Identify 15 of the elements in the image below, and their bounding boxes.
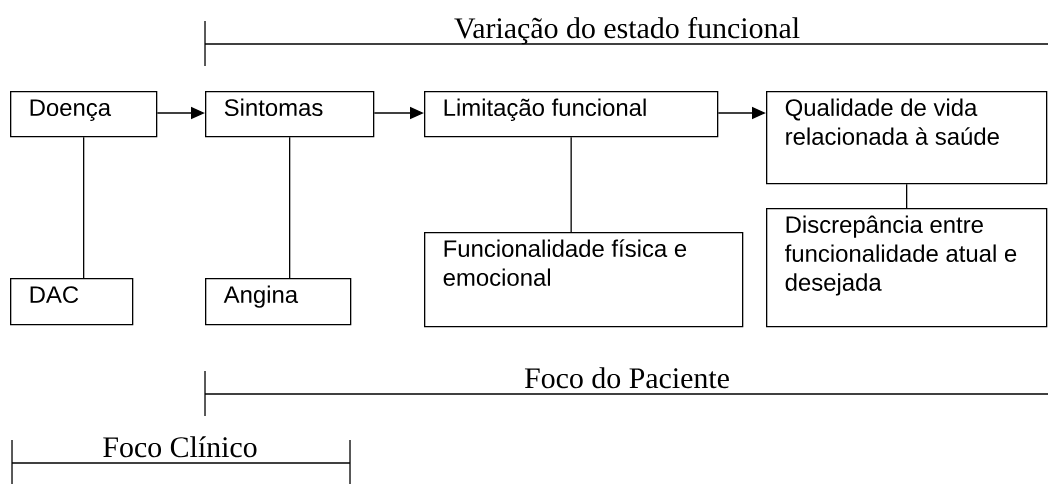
span-label: Foco do Paciente bbox=[524, 367, 729, 389]
connector-line bbox=[83, 136, 85, 279]
connector-line bbox=[289, 136, 291, 279]
process-box: DAC bbox=[10, 278, 134, 326]
process-box: Doença bbox=[10, 91, 158, 138]
process-box: Qualidade de vida relacionada à saúde bbox=[766, 91, 1048, 185]
process-box: Angina bbox=[205, 278, 352, 326]
connector-line bbox=[906, 183, 908, 209]
process-box: Funcionalidade física e emocional bbox=[424, 232, 744, 328]
span-label: Foco Clínico bbox=[103, 436, 257, 458]
connector-line bbox=[570, 136, 572, 233]
process-box: Limitação funcional bbox=[424, 91, 719, 138]
process-box: Sintomas bbox=[205, 91, 375, 138]
process-box: Discrepância entre funcionalidade atual e desejada bbox=[766, 208, 1048, 328]
span-label: Variação do estado funcional bbox=[454, 16, 800, 45]
